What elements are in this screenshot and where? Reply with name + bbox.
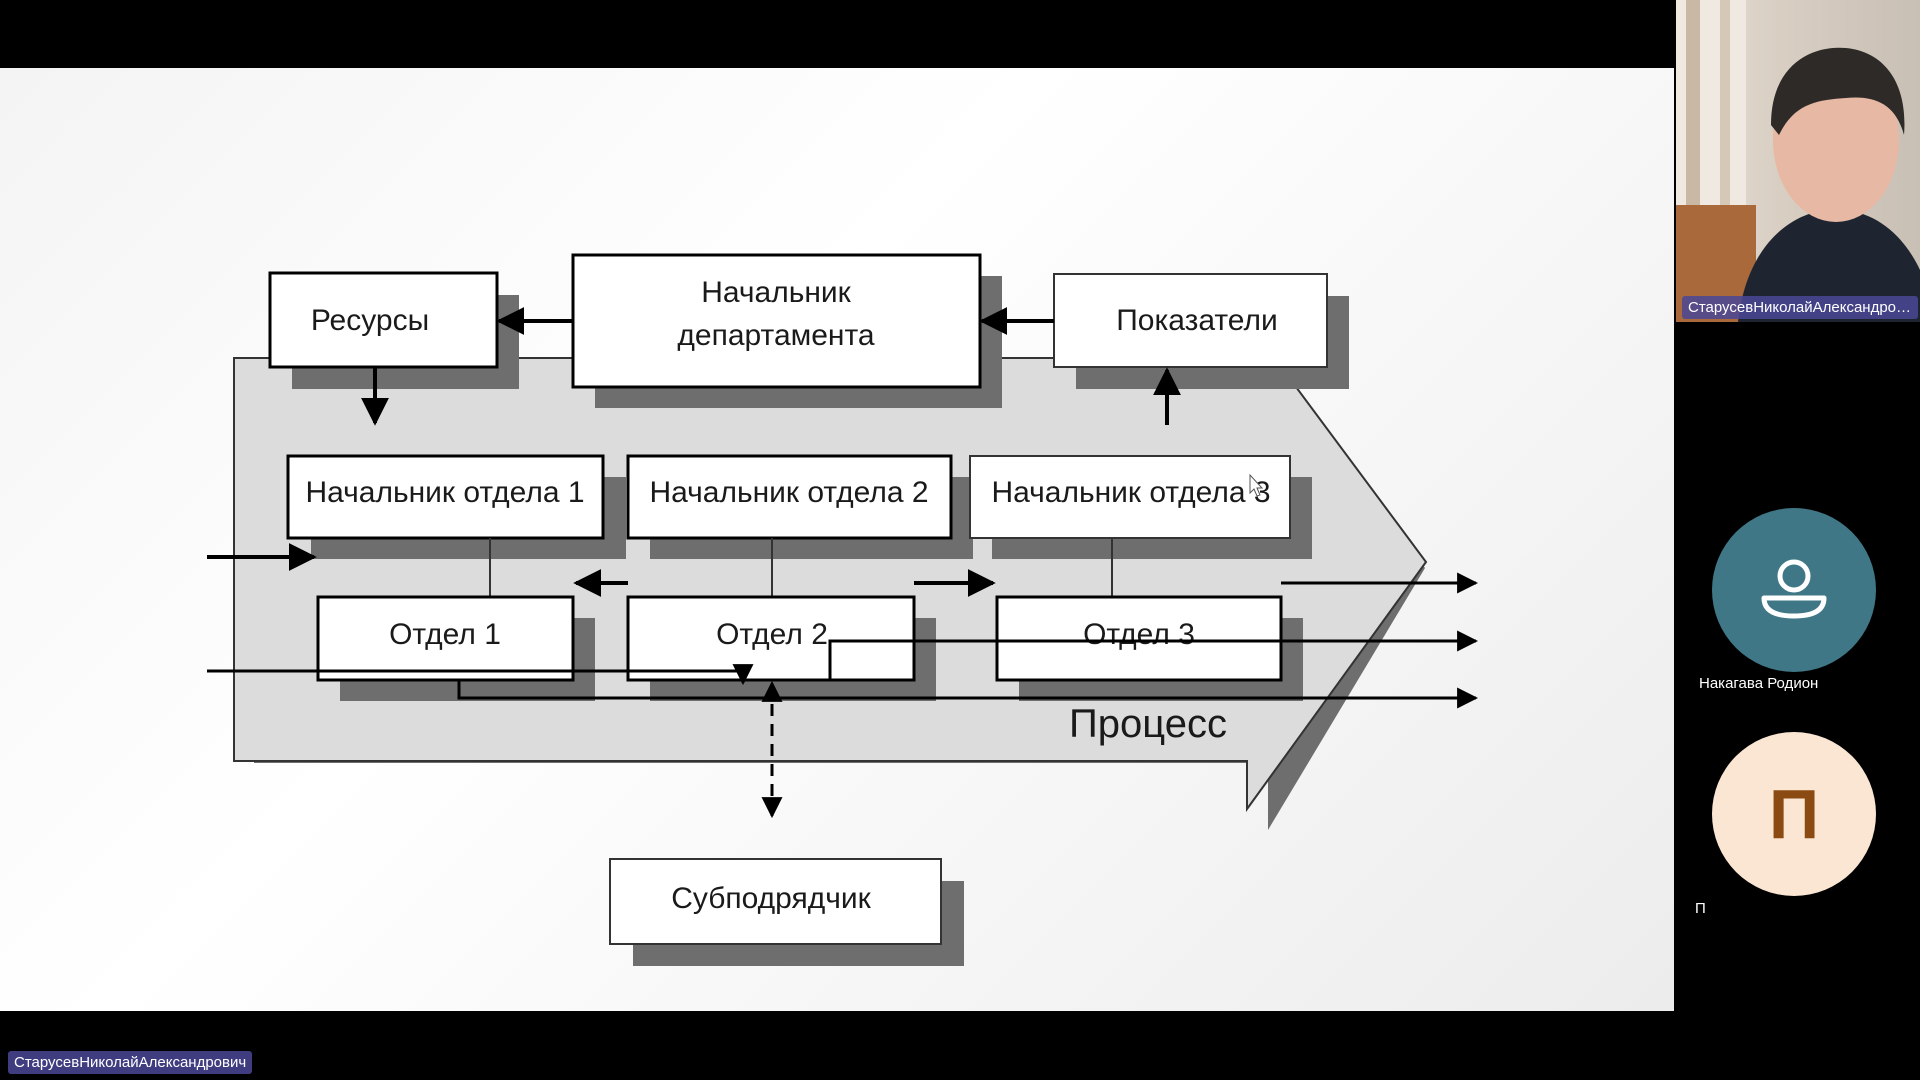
dept-2-box [626, 595, 916, 682]
resources-label: Ресурсы [311, 304, 429, 337]
cursor-icon [1249, 473, 1264, 497]
participant-name-1: Накагава Родион [1699, 675, 1819, 692]
process-diagram: Процесс Ресурсы Начальник департамента П… [207, 253, 1479, 966]
presenter-name-tag: СтарусевНиколайАлександрович [8, 1051, 253, 1074]
dept-1-box [316, 595, 575, 682]
subcontractor-label: Субподрядчик [671, 882, 871, 915]
dept-head-3-box [969, 455, 1291, 539]
video-participant-name: СтарусевНиколайАлександрович [1682, 296, 1918, 319]
resources-box [268, 271, 499, 369]
department-head-label-1: Начальник [701, 276, 851, 309]
dept-head-1-label: Начальник отдела 1 [305, 476, 584, 509]
dept-head-2-box [626, 454, 953, 540]
dept-head-2-label: Начальник отдела 2 [649, 476, 928, 509]
avatar-initial: П [1768, 775, 1820, 853]
participant-name-2: П [1695, 900, 1706, 917]
dept-3-label: Отдел 3 [1083, 618, 1195, 651]
indicators-label: Показатели [1116, 304, 1278, 337]
shared-screen: Процесс Ресурсы Начальник департамента П… [0, 68, 1674, 1011]
process-label: Процесс [1069, 702, 1227, 746]
participant-video [1676, 0, 1920, 322]
participant-video-tile[interactable] [1676, 0, 1920, 322]
dept-head-1-box [286, 454, 605, 540]
participant-avatar-1[interactable] [1712, 508, 1876, 672]
department-head-label-2: департамента [677, 319, 875, 352]
subcontractor-box [609, 858, 942, 945]
indicators-box [1053, 273, 1328, 368]
participant-avatar-2[interactable]: П [1712, 732, 1876, 896]
dept-3-box [995, 595, 1283, 682]
dept-head-3-label: Начальник отдела 3 [991, 476, 1270, 509]
user-icon [1761, 559, 1827, 619]
dept-1-label: Отдел 1 [389, 618, 501, 651]
dept-2-label: Отдел 2 [716, 618, 828, 651]
